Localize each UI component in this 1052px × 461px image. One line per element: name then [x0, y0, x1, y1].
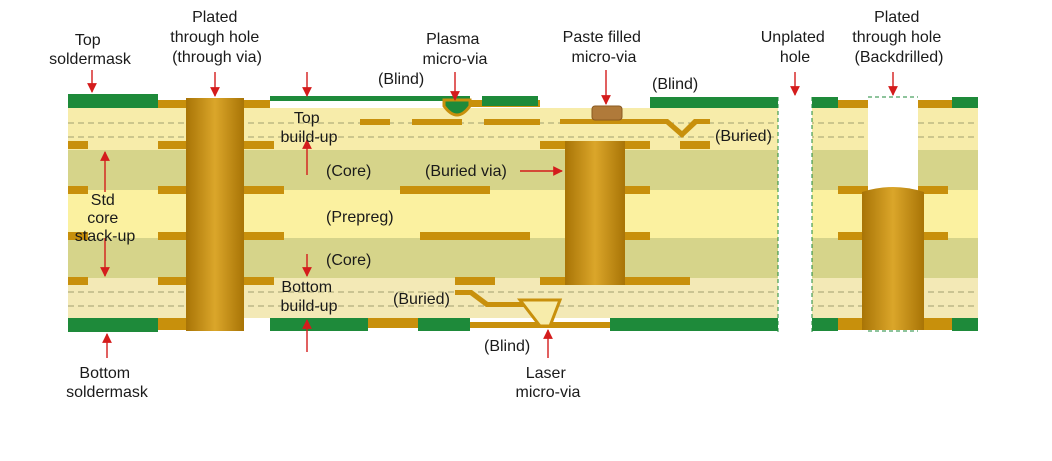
label-core-lower: (Core)	[326, 252, 371, 269]
laser-micro-via	[516, 298, 563, 328]
unplated-hole	[778, 97, 812, 333]
vias	[186, 96, 924, 333]
label-buried-top: (Buried)	[715, 128, 772, 145]
label-blind-top-right: (Blind)	[652, 76, 698, 93]
label-unplated-hole: Unplated hole	[761, 29, 830, 66]
paste-filled-micro-via	[591, 105, 623, 121]
label-blind-bottom: (Blind)	[484, 338, 530, 355]
buried-micro-via-bottom	[455, 290, 540, 307]
labels: Top soldermask Plated through hole (thro…	[49, 9, 945, 401]
buried-micro-via-top	[630, 119, 710, 138]
bottom-soldermask-layer	[68, 318, 158, 332]
label-paste-filled-micro-via: Paste filled micro-via	[563, 29, 646, 66]
label-std-core-stackup: Std core stack-up	[75, 192, 136, 245]
plasma-micro-via	[442, 98, 472, 117]
backdrilled-plated-barrel	[862, 187, 924, 330]
label-bottom-buildup: Bottom build-up	[281, 279, 338, 315]
label-blind-top-left: (Blind)	[378, 71, 424, 88]
label-plated-backdrilled: Plated through hole (Backdrilled)	[852, 9, 945, 66]
label-plasma-micro-via: Plasma micro-via	[423, 31, 488, 68]
label-prepreg: (Prepreg)	[326, 209, 394, 226]
label-top-buildup: Top build-up	[281, 110, 338, 146]
backdrilled-hole-empty	[868, 97, 918, 192]
label-bottom-soldermask: Bottom soldermask	[66, 365, 149, 401]
label-buried-via: (Buried via)	[425, 163, 507, 180]
label-core-upper: (Core)	[326, 163, 371, 180]
arrows	[87, 70, 898, 358]
label-buried-bottom: (Buried)	[393, 291, 450, 308]
label-plated-through-hole: Plated through hole (through via)	[170, 9, 263, 66]
top-soldermask-layer	[68, 94, 158, 108]
label-laser-micro-via: Laser micro-via	[516, 365, 581, 401]
plated-through-hole	[186, 98, 244, 331]
label-top-soldermask: Top soldermask	[49, 32, 132, 68]
buried-via	[565, 141, 625, 285]
soldermask	[68, 94, 978, 332]
